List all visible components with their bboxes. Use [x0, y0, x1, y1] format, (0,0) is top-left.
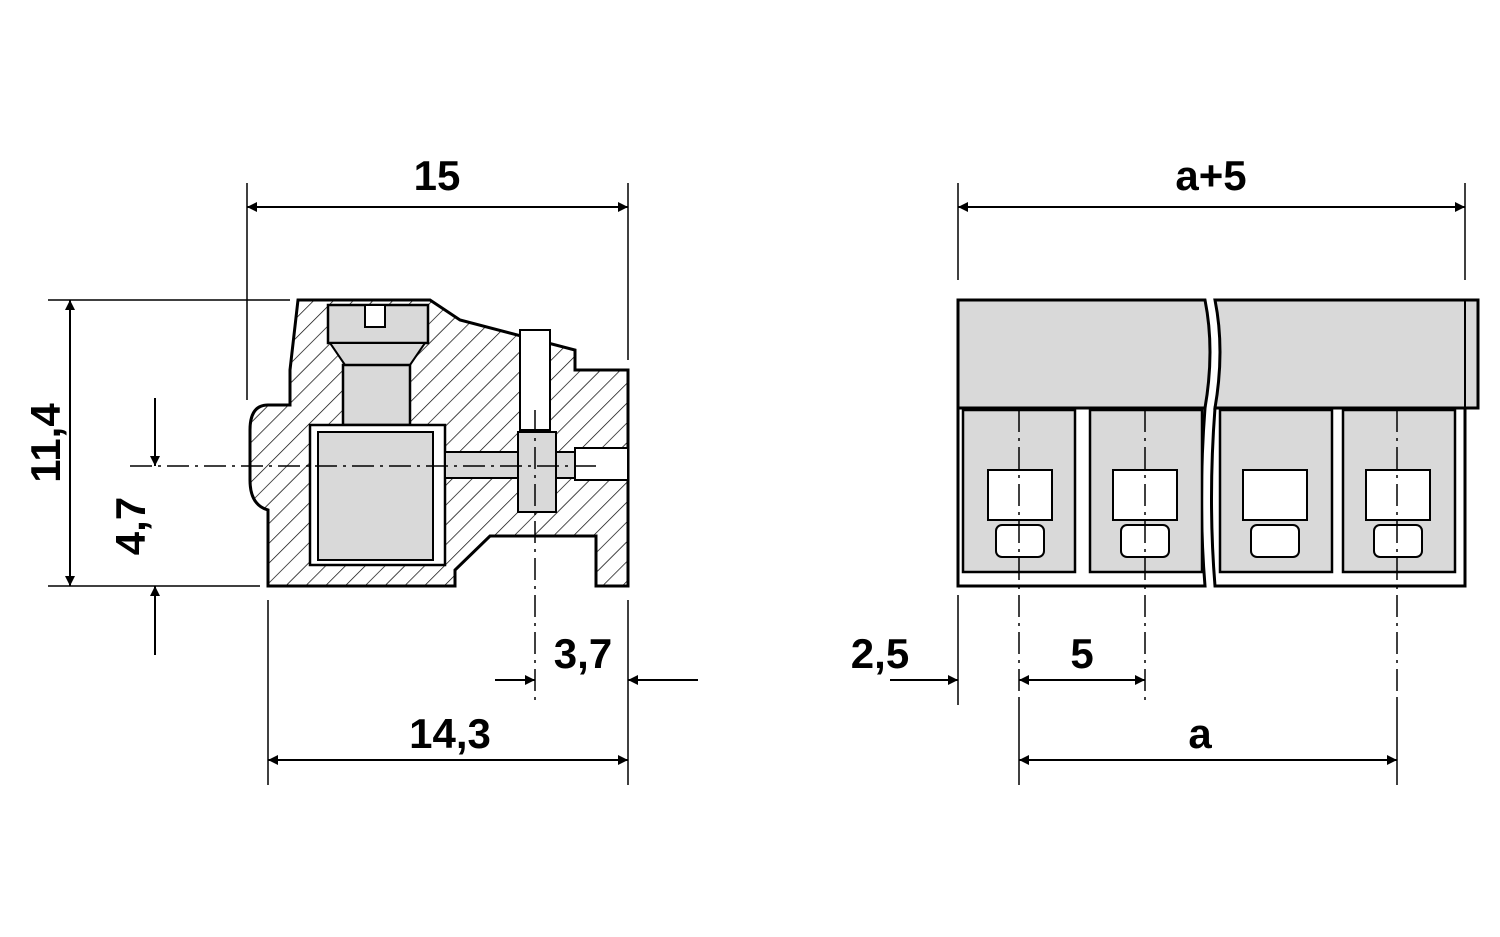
dim-height-total: 11,4	[22, 403, 69, 483]
dim-pin-height: 4,7	[107, 497, 154, 555]
side-view: 15 11,4 4,7 3,7 14,3	[22, 152, 698, 785]
terminal-4	[1341, 408, 1457, 574]
screw-neck	[328, 342, 427, 366]
front-housing-top-right	[1213, 298, 1480, 410]
dim-span: a	[1188, 710, 1212, 757]
front-housing-top	[956, 298, 1212, 410]
dim-pin-offset: 3,7	[554, 630, 612, 677]
terminal-3	[1218, 408, 1334, 574]
terminal-2	[1088, 408, 1204, 574]
dim-width-bottom: 14,3	[409, 710, 491, 757]
front-view: a+5 2,5 5 a	[851, 152, 1480, 785]
screw-slot	[364, 304, 386, 328]
dim-pitch: 5	[1070, 630, 1093, 677]
clamp-inner	[317, 431, 434, 561]
pin-block	[517, 431, 557, 513]
dim-total-width: a+5	[1175, 152, 1246, 199]
dim-width-top: 15	[414, 152, 461, 199]
socket-opening	[574, 447, 629, 481]
screw-shaft	[341, 363, 412, 427]
dim-edge-offset: 2,5	[851, 630, 909, 677]
